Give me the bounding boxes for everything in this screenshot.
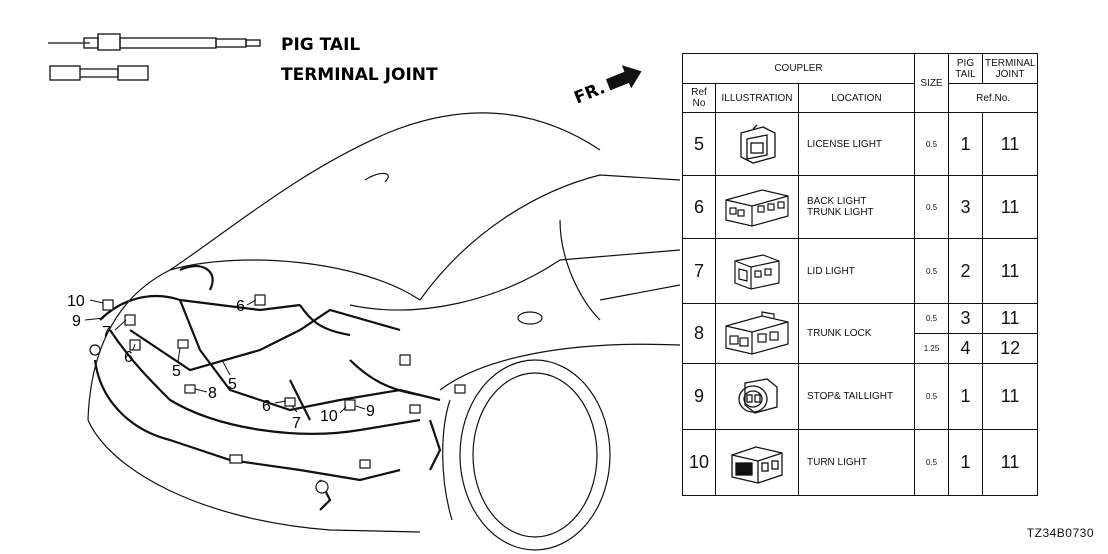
table-row: 9 STOP& TAILLIGHT 0.5 1 11 bbox=[682, 363, 1039, 430]
row-size: 0.5 bbox=[914, 429, 949, 496]
row-size: 0.5 bbox=[914, 303, 949, 334]
callout-label: 6 bbox=[262, 398, 271, 415]
row-location: LID LIGHT bbox=[798, 238, 915, 304]
wire-harness bbox=[93, 265, 442, 511]
header-coupler: COUPLER bbox=[682, 53, 915, 84]
row-location-line2: TRUNK LIGHT bbox=[807, 207, 874, 218]
row-ref: 8 bbox=[682, 303, 716, 364]
header-ref-no: Ref No bbox=[682, 83, 716, 113]
row-ref: 10 bbox=[682, 429, 716, 496]
row-terminal-joint-b: 12 bbox=[981, 333, 1039, 364]
row-terminal-joint: 11 bbox=[981, 363, 1039, 430]
legend-pig-tail-label: PIG TAIL bbox=[281, 35, 360, 55]
table-row: 10 TURN LIGHT 0.5 1 11 bbox=[682, 429, 1039, 496]
row-terminal-joint: 11 bbox=[981, 303, 1039, 334]
front-marker-label: FR. bbox=[571, 78, 608, 108]
callout-label: 6 bbox=[236, 298, 245, 315]
car-body-outline bbox=[87, 112, 680, 551]
connector-illustration-icon bbox=[715, 238, 799, 304]
table-row: 8 TRUNK LOCK 0.5 3 11 bbox=[682, 303, 1039, 364]
callout-label: 5 bbox=[172, 363, 181, 380]
row-terminal-joint: 11 bbox=[981, 238, 1039, 304]
connector-illustration-icon bbox=[715, 429, 799, 496]
row-pig-tail: 1 bbox=[948, 429, 983, 496]
callout-label: 9 bbox=[72, 313, 81, 330]
callout-numbers: 10 9 7 6 5 5 8 6 7 10 9 6 bbox=[67, 293, 375, 432]
callout-label: 8 bbox=[208, 385, 217, 402]
header-location: LOCATION bbox=[798, 83, 915, 113]
connector-illustration-icon bbox=[715, 303, 799, 364]
table-row: 7 LID LIGHT 0.5 2 11 bbox=[682, 238, 1039, 304]
coupler-table: COUPLER SIZE PIG TAIL TERMINAL JOINT Ref… bbox=[682, 53, 1039, 496]
row-terminal-joint: 11 bbox=[981, 175, 1039, 239]
connector-illustration-icon bbox=[715, 175, 799, 239]
row-ref: 5 bbox=[682, 112, 716, 176]
row-terminal-joint: 11 bbox=[981, 429, 1039, 496]
connector-illustration-icon bbox=[715, 363, 799, 430]
row-location: LICENSE LIGHT bbox=[798, 112, 915, 176]
row-ref: 9 bbox=[682, 363, 716, 430]
callout-leader-lines bbox=[84, 299, 366, 414]
row-pig-tail: 2 bbox=[948, 238, 983, 304]
row-size: 0.5 bbox=[914, 238, 949, 304]
row-location-line1: BACK LIGHT bbox=[807, 196, 867, 207]
connector-illustration-icon bbox=[715, 112, 799, 176]
harness-diagram: PIG TAIL TERMINAL JOINT FR. bbox=[48, 33, 680, 551]
row-ref: 6 bbox=[682, 175, 716, 239]
row-size-b: 1.25 bbox=[914, 333, 949, 364]
row-location: TURN LIGHT bbox=[798, 429, 915, 496]
row-location: TRUNK LOCK bbox=[798, 303, 915, 364]
legend-terminal-joint-label: TERMINAL JOINT bbox=[281, 65, 438, 85]
table-row: 5 LICENSE LIGHT 0.5 1 11 bbox=[682, 112, 1039, 176]
terminal-joint-icon bbox=[49, 65, 149, 81]
row-pig-tail: 3 bbox=[948, 175, 983, 239]
row-terminal-joint: 11 bbox=[981, 112, 1039, 176]
row-size: 0.5 bbox=[914, 363, 949, 430]
header-size: SIZE bbox=[914, 53, 949, 113]
callout-label: 10 bbox=[67, 293, 85, 310]
header-ref-no-right: Ref.No. bbox=[947, 83, 1039, 113]
callout-label: 6 bbox=[124, 349, 133, 366]
row-pig-tail: 3 bbox=[948, 303, 983, 334]
row-size: 0.5 bbox=[914, 175, 949, 239]
callout-label: 5 bbox=[228, 376, 237, 393]
row-size: 0.5 bbox=[914, 112, 949, 176]
row-ref: 7 bbox=[682, 238, 716, 304]
wire-connectors bbox=[89, 294, 466, 494]
callout-label: 10 bbox=[320, 408, 338, 425]
header-illustration: ILLUSTRATION bbox=[715, 83, 799, 113]
row-pig-tail: 1 bbox=[948, 112, 983, 176]
front-direction-arrow-icon: FR. bbox=[571, 65, 642, 108]
header-pig-tail: PIG TAIL bbox=[948, 53, 983, 84]
diagram-code: TZ34B0730 bbox=[1026, 526, 1094, 540]
callout-label: 9 bbox=[366, 403, 375, 420]
row-pig-tail-b: 4 bbox=[948, 333, 983, 364]
callout-label: 7 bbox=[292, 415, 301, 432]
row-pig-tail: 1 bbox=[948, 363, 983, 430]
header-terminal-joint: TERMINAL JOINT bbox=[981, 53, 1039, 84]
callout-label: 7 bbox=[102, 324, 111, 341]
pig-tail-icon bbox=[48, 33, 261, 51]
row-location: STOP& TAILLIGHT bbox=[798, 363, 915, 430]
